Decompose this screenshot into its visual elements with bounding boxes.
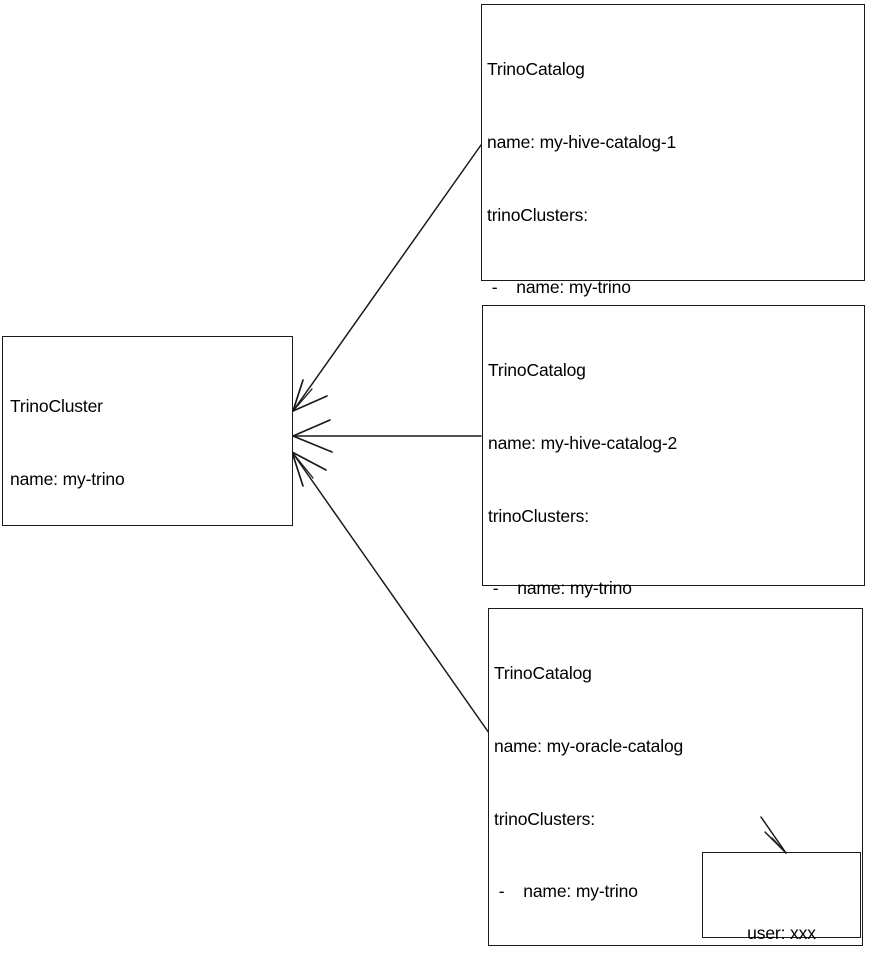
- node-line: user: xxx: [747, 923, 816, 943]
- node-trino-catalog-hive-1[interactable]: TrinoCatalog name: my-hive-catalog-1 tri…: [481, 4, 865, 660]
- node-line: name: my-hive-catalog-2: [488, 433, 678, 454]
- node-line: TrinoCatalog: [488, 360, 586, 381]
- node-line: - name: my-trino: [488, 578, 632, 599]
- node-line: name: my-trino: [10, 469, 125, 490]
- node-line: - name: my-trino: [494, 881, 638, 902]
- edge-catalog2-to-cluster: [292, 419, 482, 453]
- edge-catalog3-to-cluster: [291, 451, 490, 734]
- node-trino-cluster[interactable]: TrinoCluster name: my-trino: [2, 336, 293, 526]
- node-trino-catalog-hive-2[interactable]: TrinoCatalog name: my-hive-catalog-2 tri…: [482, 305, 865, 889]
- node-line: TrinoCatalog: [494, 663, 592, 684]
- node-line: name: my-hive-catalog-1: [487, 132, 677, 153]
- node-line: TrinoCluster: [10, 396, 103, 417]
- node-trino-cluster-body: TrinoCluster name: my-trino: [10, 346, 288, 540]
- node-line: - name: my-trino: [487, 277, 631, 298]
- node-line: trinoClusters:: [494, 808, 595, 829]
- node-line: name: my-oracle-catalog: [494, 736, 684, 757]
- node-line: trinoClusters:: [487, 204, 588, 225]
- node-trino-catalog-oracle-body: TrinoCatalog name: my-oracle-catalog tri…: [494, 613, 858, 954]
- node-oracle-credentials-secret[interactable]: user: xxx password: xxx: [702, 852, 861, 943]
- edge-catalog1-to-cluster: [292, 144, 482, 412]
- node-oracle-credentials-secret-body: user: xxx password: xxx: [703, 866, 860, 954]
- node-line: trinoClusters:: [488, 505, 589, 526]
- node-line: TrinoCatalog: [487, 59, 585, 80]
